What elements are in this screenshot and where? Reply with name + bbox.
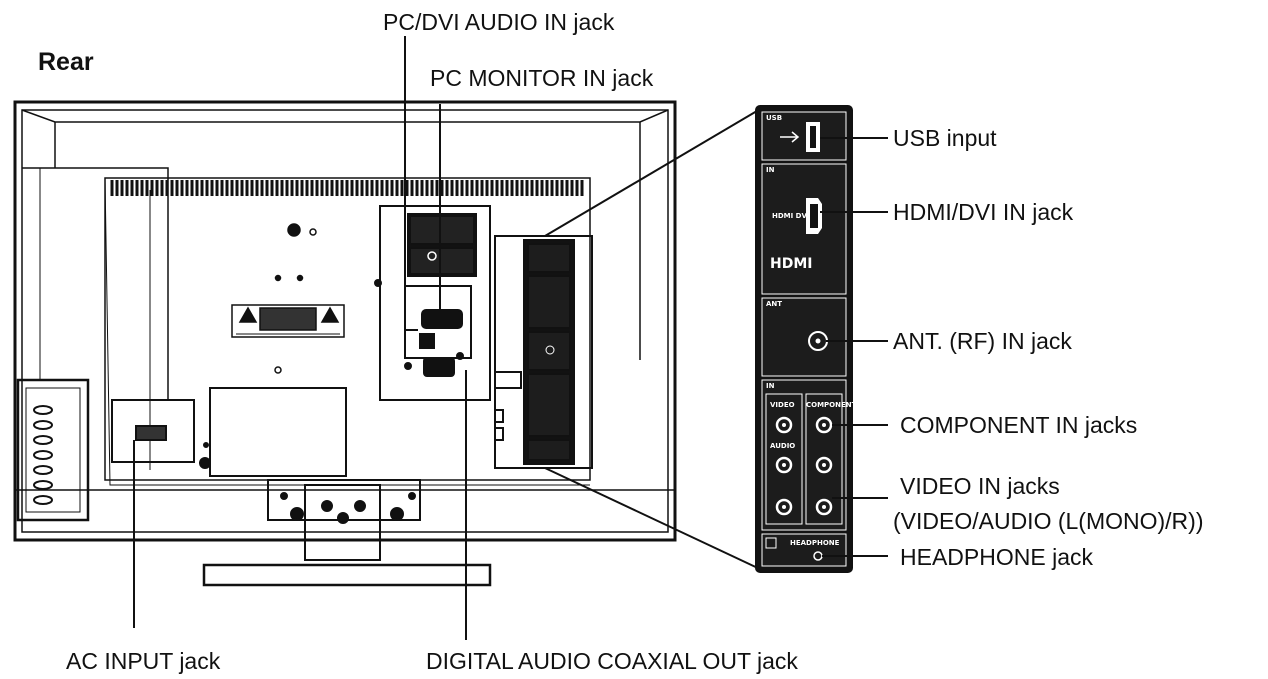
tv-rear-body xyxy=(13,100,677,542)
label-video-in-line2: (VIDEO/AUDIO (L(MONO)/R)) xyxy=(893,508,1204,534)
panel-in-mark: IN xyxy=(766,166,775,174)
panel-hdmi-dvi-mark: HDMI DVI xyxy=(772,212,810,220)
label-hdmi-dvi-in: HDMI/DVI IN jack xyxy=(893,199,1074,225)
label-headphone: HEADPHONE jack xyxy=(900,544,1093,570)
enlarged-side-terminal: USB IN HDMI DVI HDMI ANT IN VIDEO COMPON… xyxy=(755,105,857,573)
label-usb-input: USB input xyxy=(893,125,997,151)
diagram-title: Rear xyxy=(38,48,94,76)
vent-grille xyxy=(110,180,584,196)
tv-stand xyxy=(202,479,492,587)
label-component-in: COMPONENT IN jacks xyxy=(900,412,1137,438)
panel-headphone-mark: HEADPHONE xyxy=(790,539,840,547)
label-ant-rf-in: ANT. (RF) IN jack xyxy=(893,328,1072,354)
side-terminal-small xyxy=(494,235,593,469)
panel-video-mark: VIDEO xyxy=(770,401,795,409)
side-control-buttons xyxy=(16,378,90,522)
panel-usb-mark: USB xyxy=(766,114,782,122)
label-ac-input: AC INPUT jack xyxy=(66,648,221,674)
label-pc-dvi-audio-in: PC/DVI AUDIO IN jack xyxy=(383,9,615,35)
panel-hdmi-logo: HDMI xyxy=(770,256,812,272)
panel-component-mark: COMPONENT xyxy=(806,401,857,409)
rca-jacks xyxy=(775,416,833,516)
label-video-in-line1: VIDEO IN jacks xyxy=(900,473,1060,499)
label-digital-audio-out: DIGITAL AUDIO COAXIAL OUT jack xyxy=(426,648,798,674)
rear-screws-and-label xyxy=(231,223,345,374)
leader-lines xyxy=(133,36,888,640)
label-pc-monitor-in: PC MONITOR IN jack xyxy=(430,65,654,91)
panel-in2-mark: IN xyxy=(766,382,775,390)
zoom-projection-lines xyxy=(544,107,763,571)
panel-audio-mark: AUDIO xyxy=(770,442,795,450)
pc-terminal-plate xyxy=(374,205,491,401)
panel-ant-mark: ANT xyxy=(766,300,782,308)
lower-rear-panels xyxy=(111,387,347,477)
